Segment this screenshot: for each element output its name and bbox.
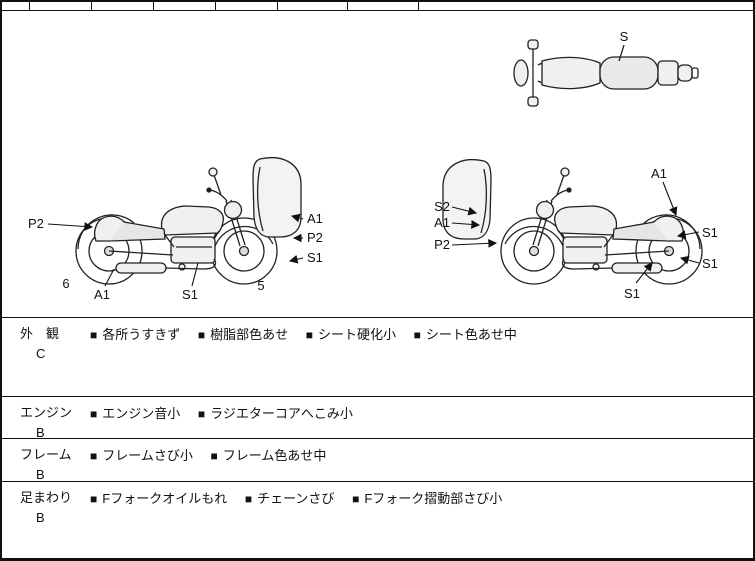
- section-label-exterior: 外 観: [20, 326, 60, 341]
- damage-label-s1-right: S1: [307, 250, 323, 265]
- damage-label-s1-bottom-right: S1: [624, 286, 640, 301]
- condition-items-undercarriage: ■ Fフォークオイルもれ ■ チェーンさび ■ Fフォーク摺動部さび小: [90, 482, 753, 558]
- condition-items-engine: ■ エンジン音小 ■ ラジエターコアへこみ小: [90, 397, 753, 438]
- grade-exterior: C: [36, 346, 46, 361]
- bullet-square-icon: ■: [413, 328, 421, 342]
- damage-label-s2: S2: [434, 199, 450, 214]
- condition-item-text: エンジン音小: [102, 406, 181, 421]
- condition-item: ■ シート色あせ中: [414, 324, 517, 343]
- condition-item: ■ 樹脂部色あせ: [198, 324, 288, 343]
- motorcycle-right-side-drawing: [500, 167, 703, 285]
- condition-item-text: シート色あせ中: [425, 327, 517, 342]
- damage-label-s1-upper: S1: [702, 225, 718, 240]
- condition-items-frame: ■ フレームさび小 ■ フレーム色あせ中: [90, 439, 753, 481]
- damage-label-p2-left: P2: [434, 237, 450, 252]
- condition-items-exterior: ■ 各所うすきず ■ 樹脂部色あせ ■ シート硬化小 ■ シート色あせ中: [90, 318, 753, 396]
- motorcycle-damage-diagram: S P2 A1 P2 S1 6 A1 S1: [2, 11, 753, 318]
- section-label-frame: フレーム: [20, 447, 72, 462]
- condition-row-engine: エンジン B ■ エンジン音小 ■ ラジエターコアへこみ小: [2, 396, 753, 440]
- section-label-undercarriage: 足まわり: [20, 490, 73, 505]
- condition-item-text: 各所うすきず: [102, 327, 181, 342]
- damage-label-a1-top: A1: [651, 166, 667, 181]
- condition-item: ■ 各所うすきず: [90, 324, 180, 343]
- condition-item: ■ チェーンさび: [245, 488, 335, 507]
- table-column-divider: [277, 2, 278, 10]
- grade-undercarriage: B: [36, 510, 45, 525]
- condition-item: ■ エンジン音小: [90, 403, 180, 422]
- motorcycle-diagram-svg: S P2 A1 P2 S1 6 A1 S1: [28, 29, 718, 302]
- condition-row-frame: フレーム B ■ フレームさび小 ■ フレーム色あせ中: [2, 438, 753, 482]
- bullet-square-icon: ■: [90, 407, 98, 421]
- table-column-divider: [153, 2, 154, 10]
- bullet-square-icon: ■: [210, 449, 218, 463]
- bullet-square-icon: ■: [244, 492, 253, 506]
- condition-item: ■ フレーム色あせ中: [211, 445, 327, 464]
- damage-label-a1-left: A1: [434, 215, 450, 230]
- condition-item: ■ フレームさび小: [90, 445, 193, 464]
- damage-label-s1-bottom: S1: [182, 287, 198, 302]
- leader-lines-left: [47, 213, 304, 287]
- damage-label-a1-bottom: A1: [94, 287, 110, 302]
- damage-label-a1-right: A1: [307, 211, 323, 226]
- condition-row-undercarriage: 足まわり B ■ Fフォークオイルもれ ■ チェーンさび ■ Fフォーク摺動部さび小: [2, 481, 753, 558]
- leader-lines-right: [451, 181, 700, 284]
- damage-label-p2-left: P2: [28, 216, 44, 231]
- condition-item-text: シート硬化小: [318, 327, 397, 342]
- condition-item: ■ シート硬化小: [306, 324, 396, 343]
- bullet-square-icon: ■: [197, 407, 206, 421]
- table-column-divider: [215, 2, 216, 10]
- bullet-square-icon: ■: [197, 328, 206, 342]
- motorcycle-left-side-drawing: [75, 167, 278, 285]
- damage-label-s1-lower: S1: [702, 256, 718, 271]
- condition-item-text: Fフォークオイルもれ: [102, 491, 228, 506]
- damage-label-5: 5: [257, 278, 264, 293]
- bullet-square-icon: ■: [352, 492, 360, 506]
- condition-item-text: フレーム色あせ中: [222, 448, 327, 463]
- condition-item: ■ Fフォーク摺動部さび小: [352, 488, 502, 507]
- condition-item-text: ラジエターコアへこみ小: [210, 406, 353, 421]
- cowl-part-left-drawing: [252, 157, 302, 238]
- grade-engine: B: [36, 425, 45, 440]
- section-label-engine: エンジン: [20, 405, 73, 420]
- condition-row-exterior: 外 観 C ■ 各所うすきず ■ 樹脂部色あせ ■ シート硬化小 ■ シート色あせ中: [2, 318, 753, 396]
- bullet-square-icon: ■: [305, 328, 314, 342]
- bullet-square-icon: ■: [90, 492, 98, 506]
- condition-item-text: 樹脂部色あせ: [210, 327, 289, 342]
- cowl-part-right-drawing: [442, 159, 492, 240]
- damage-label-6: 6: [62, 276, 69, 291]
- bullet-square-icon: ■: [90, 449, 98, 463]
- grade-frame: B: [36, 467, 45, 482]
- condition-item-text: Fフォーク摺動部さび小: [364, 491, 503, 506]
- table-column-divider: [29, 2, 30, 10]
- condition-item-text: チェーンさび: [257, 491, 335, 506]
- table-column-divider: [418, 2, 419, 10]
- condition-item: ■ ラジエターコアへこみ小: [198, 403, 353, 422]
- condition-item-text: フレームさび小: [102, 448, 193, 463]
- table-column-divider: [91, 2, 92, 10]
- top-table-strip: [2, 2, 753, 11]
- table-column-divider: [347, 2, 348, 10]
- damage-label-seat-s: S: [620, 29, 629, 44]
- damage-label-p2-right: P2: [307, 230, 323, 245]
- motorcycle-top-view-drawing: [513, 39, 699, 107]
- condition-item: ■ Fフォークオイルもれ: [90, 488, 227, 507]
- bullet-square-icon: ■: [90, 328, 98, 342]
